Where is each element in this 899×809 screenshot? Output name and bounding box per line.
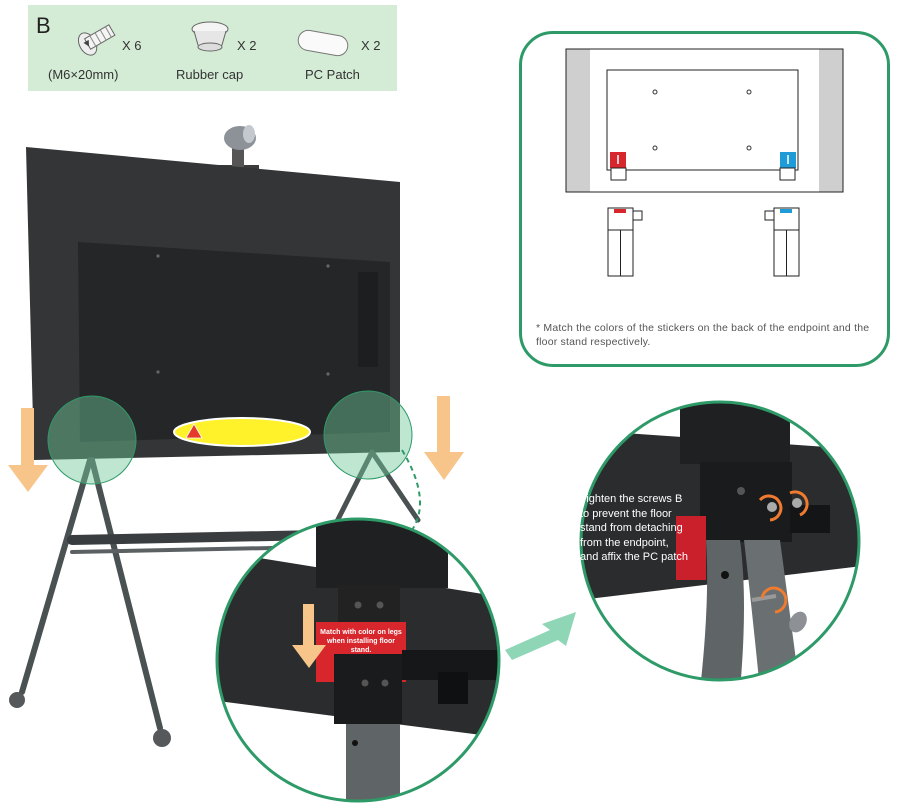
sticker-text: Match with color on legs when installing… (320, 629, 402, 654)
pc-patch-piece (789, 611, 807, 633)
back-of-endpoint-diagram (565, 48, 844, 277)
sticker-matching-panel: * Match the colors of the stickers on th… (519, 31, 890, 367)
rubber-cap-icon (191, 21, 229, 52)
screw-icon (77, 24, 116, 56)
rubber-cap-label: Rubber cap (176, 67, 244, 82)
camera-icon (215, 125, 259, 189)
left-mount-highlight (47, 395, 137, 485)
rotate-arrow-icon (758, 490, 809, 614)
pc-patch-qty: X 2 (361, 38, 381, 53)
display-back (26, 147, 400, 460)
screw-qty: X 6 (122, 38, 142, 53)
warning-label (173, 417, 311, 447)
blue-leg-sticker (780, 209, 792, 213)
down-arrow-icon (8, 408, 48, 492)
parts-group-letter: B (36, 13, 51, 38)
floor-stand (19, 449, 421, 731)
pc-patch-label: PC Patch (305, 67, 360, 82)
right-mount-highlight (323, 390, 413, 480)
screw-label: (M6×20mm) (48, 67, 119, 82)
down-arrow-icon (424, 396, 464, 480)
tighten-screws-instruction: Tighten the screws B to prevent the floo… (580, 493, 689, 563)
red-leg-sticker (614, 209, 626, 213)
sticker-match-note: * Match the colors of the stickers on th… (536, 322, 870, 348)
next-step-arrow-icon (505, 612, 576, 660)
rubber-cap-qty: X 2 (237, 38, 257, 53)
pc-patch-icon (297, 29, 349, 57)
parts-list-box: B X 6 (M6×20mm) X 2 Rubber cap X 2 PC Pa… (28, 5, 397, 91)
